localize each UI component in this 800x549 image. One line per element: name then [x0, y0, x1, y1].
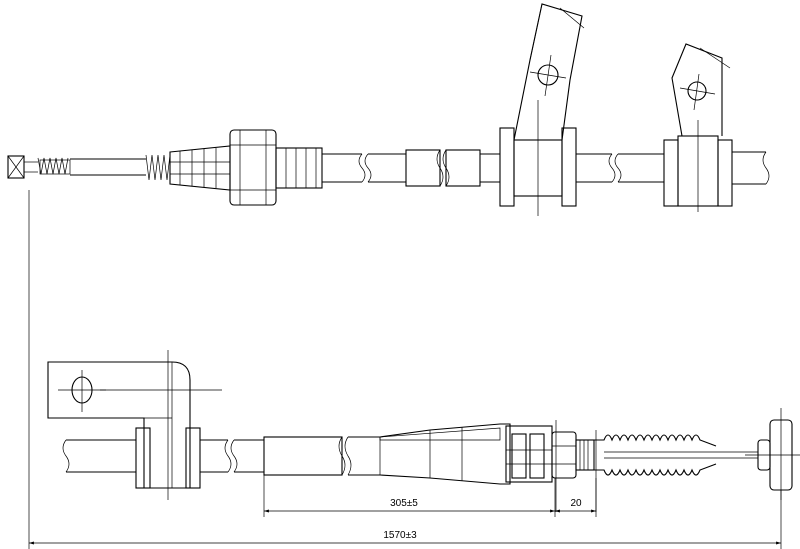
inner-cable — [70, 158, 146, 176]
end-barrel — [745, 408, 800, 500]
outer-cable — [322, 149, 500, 187]
clamp-block — [135, 350, 201, 500]
cable-end — [732, 151, 770, 185]
fitting-cone — [169, 145, 231, 191]
end-nipple — [7, 155, 38, 179]
bracket-2 — [663, 43, 733, 212]
bottom-view — [47, 350, 800, 512]
top-view — [7, 3, 770, 216]
bracket-1 — [499, 3, 585, 216]
ribbed-sleeve — [275, 147, 323, 189]
threaded-end — [575, 430, 597, 512]
spring-2 — [145, 154, 171, 181]
dimension-thread — [555, 478, 597, 517]
bottom-cable — [62, 436, 352, 476]
rubber-boot — [594, 434, 717, 476]
dimension-thread-label: 20 — [570, 498, 582, 509]
dimension-overall-label: 1570±3 — [383, 530, 417, 541]
dimension-fitting-label: 305±5 — [390, 498, 418, 509]
cable-mid — [576, 153, 664, 183]
bottom-inner-cable — [716, 451, 758, 459]
lock-nut — [505, 420, 577, 512]
dimension-overall — [29, 490, 782, 549]
dimension-fitting — [263, 475, 556, 517]
left-spring — [37, 157, 71, 175]
eye-bracket — [47, 361, 222, 489]
hex-body — [229, 129, 277, 206]
tapered-fitting — [348, 423, 511, 485]
